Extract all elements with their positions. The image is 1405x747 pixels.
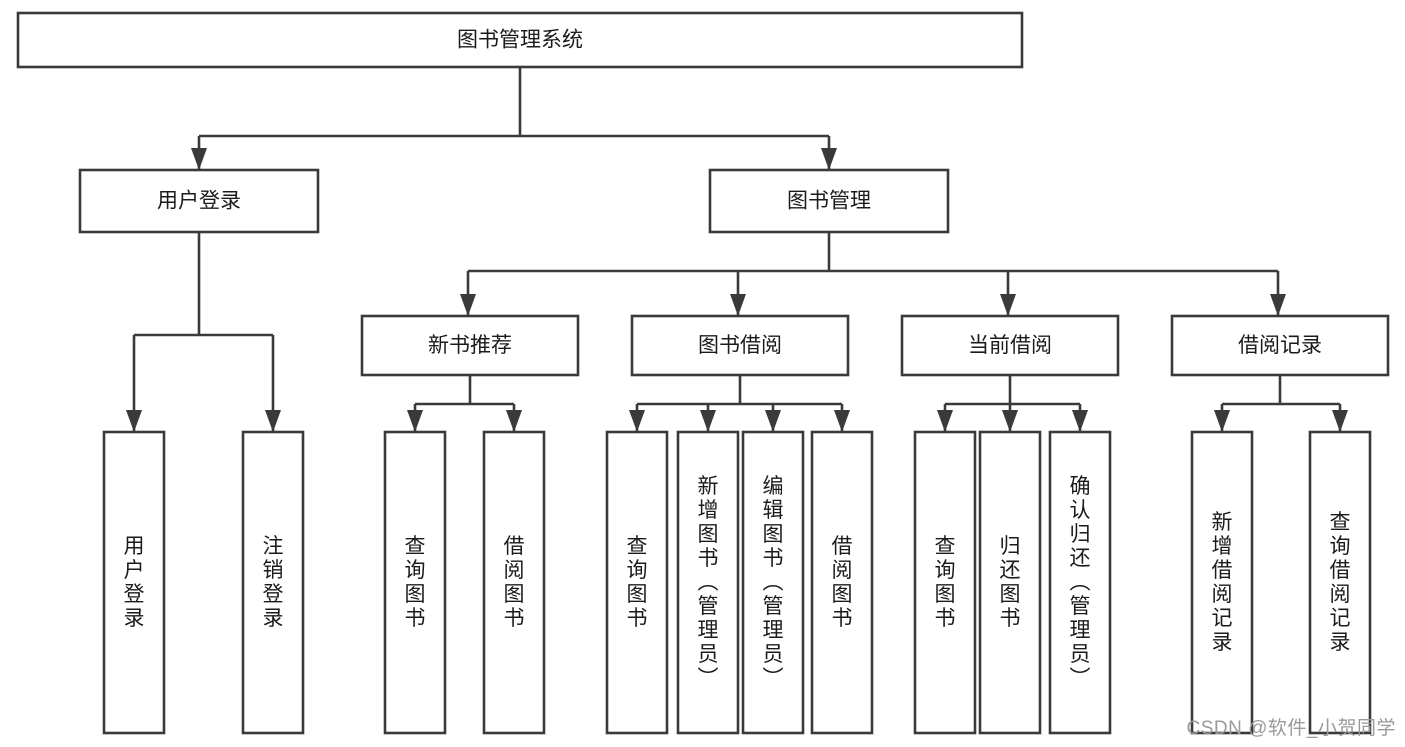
arrow-head-icon [834,410,850,432]
node-book-manage[interactable]: 图书管理 [708,168,950,234]
node-box[interactable] [978,430,1042,735]
node-label: 编辑图书︵管理员︶ [763,475,784,690]
node-label: 查询图书 [935,535,956,630]
node-box[interactable] [676,430,740,735]
arrow-head-icon [191,148,207,170]
node-label: 查询借阅记录 [1330,511,1351,654]
arrow-head-icon [407,410,423,432]
node-root[interactable]: 图书管理系统 [16,11,1024,69]
watermark-text: CSDN @软件_小贺同学 [1186,718,1396,739]
node-box[interactable] [1190,430,1254,735]
node-leaf-logout-login[interactable]: 注销登录 [241,430,305,735]
node-leaf-add-book-admin[interactable]: 新增图书︵管理员︶ [676,430,740,735]
arrow-head-icon [700,410,716,432]
arrow-head-icon [126,410,142,432]
node-box[interactable] [102,430,166,735]
node-label: 归还图书 [1000,535,1021,630]
node-label: 图书管理系统 [457,29,583,52]
node-leaf-borrow-book[interactable]: 借阅图书 [810,430,874,735]
node-leaf-borrow-book-recommend[interactable]: 借阅图书 [482,430,546,735]
node-label: 图书管理 [787,190,871,213]
arrow-head-icon [1214,410,1230,432]
node-label: 图书借阅 [698,334,782,357]
node-current-borrow[interactable]: 当前借阅 [900,314,1120,377]
node-box[interactable] [482,430,546,735]
node-leaf-confirm-return-admin[interactable]: 确认归还︵管理员︶ [1048,430,1112,735]
node-label: 用户登录 [124,535,145,630]
arrow-head-icon [1000,294,1016,316]
node-box[interactable] [383,430,447,735]
node-leaf-user-login[interactable]: 用户登录 [102,430,166,735]
connector-layer [126,67,1348,432]
arrow-head-icon [937,410,953,432]
arrow-head-icon [765,410,781,432]
node-label: 用户登录 [157,190,241,213]
node-layer: 图书管理系统用户登录图书管理新书推荐图书借阅当前借阅借阅记录用户登录注销登录查询… [16,11,1390,735]
node-box[interactable] [78,168,320,234]
node-label: 借阅记录 [1238,334,1322,357]
arrow-head-icon [460,294,476,316]
node-book-borrow[interactable]: 图书借阅 [630,314,850,377]
node-borrow-record[interactable]: 借阅记录 [1170,314,1390,377]
node-leaf-return-book[interactable]: 归还图书 [978,430,1042,735]
node-label: 注销登录 [263,535,284,630]
node-box[interactable] [630,314,850,377]
node-label: 新书推荐 [428,334,512,357]
node-label: 新增图书︵管理员︶ [698,475,719,690]
node-box[interactable] [360,314,580,377]
node-box[interactable] [913,430,977,735]
node-leaf-query-borrow-record[interactable]: 查询借阅记录 [1308,430,1372,735]
node-leaf-edit-book-admin[interactable]: 编辑图书︵管理员︶ [741,430,805,735]
node-box[interactable] [1048,430,1112,735]
node-box[interactable] [16,11,1024,69]
node-user-login[interactable]: 用户登录 [78,168,320,234]
node-box[interactable] [241,430,305,735]
node-label: 确认归还︵管理员︶ [1070,475,1091,690]
node-box[interactable] [1170,314,1390,377]
node-label: 查询图书 [405,535,426,630]
arrow-head-icon [730,294,746,316]
node-label: 查询图书 [627,535,648,630]
node-leaf-query-book-borrow[interactable]: 查询图书 [605,430,669,735]
arrow-head-icon [821,148,837,170]
node-label: 当前借阅 [968,334,1052,357]
node-label: 借阅图书 [504,535,525,630]
arrow-head-icon [629,410,645,432]
node-box[interactable] [741,430,805,735]
arrow-head-icon [265,410,281,432]
arrow-head-icon [1002,410,1018,432]
node-box[interactable] [900,314,1120,377]
arrow-head-icon [1072,410,1088,432]
node-box[interactable] [708,168,950,234]
node-box[interactable] [1308,430,1372,735]
node-label: 借阅图书 [832,535,853,630]
node-box[interactable] [605,430,669,735]
arrow-head-icon [1270,294,1286,316]
node-leaf-add-borrow-record[interactable]: 新增借阅记录 [1190,430,1254,735]
node-new-book-recommend[interactable]: 新书推荐 [360,314,580,377]
node-leaf-query-book-recommend[interactable]: 查询图书 [383,430,447,735]
arrow-head-icon [1332,410,1348,432]
node-box[interactable] [810,430,874,735]
node-label: 新增借阅记录 [1212,511,1233,654]
arrow-head-icon [506,410,522,432]
node-leaf-query-book-current[interactable]: 查询图书 [913,430,977,735]
